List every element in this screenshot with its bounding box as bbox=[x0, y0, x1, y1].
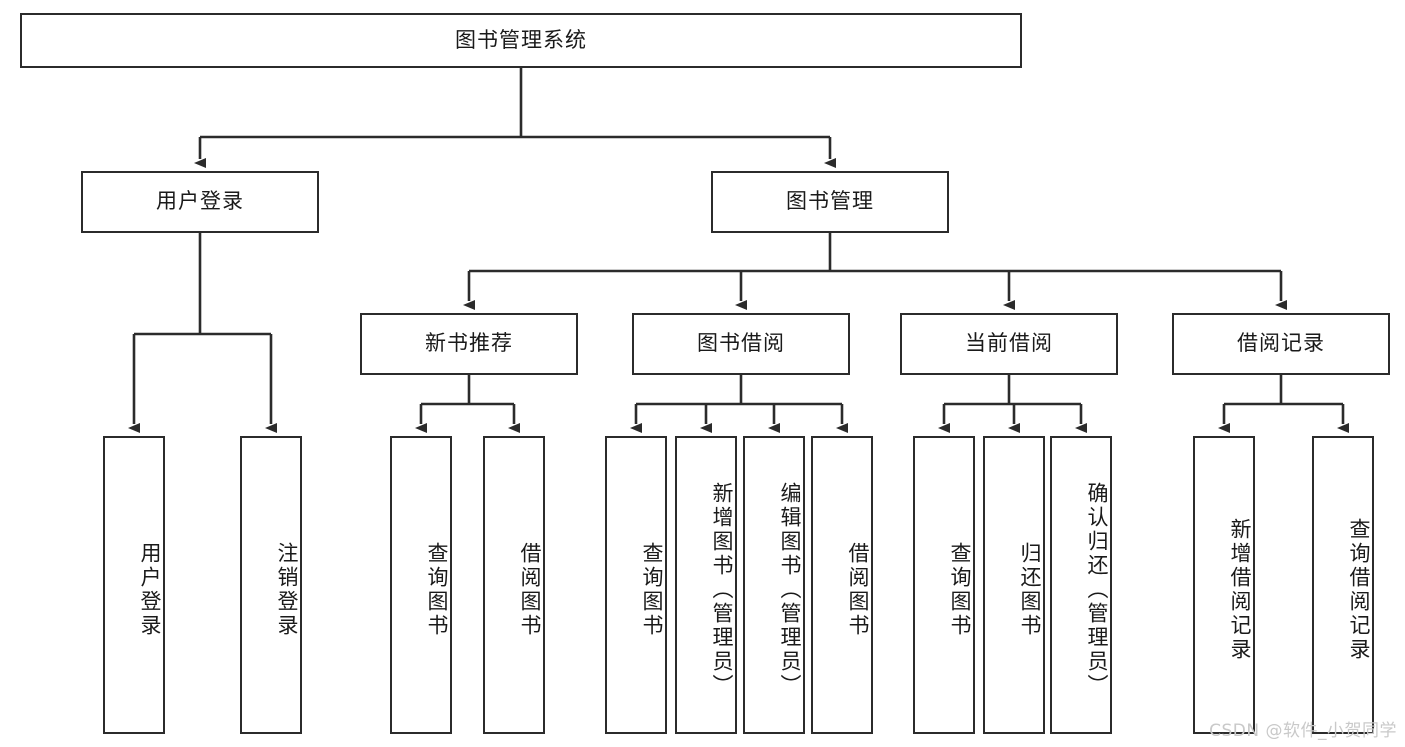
node-leaf-logout[interactable]: 注销登录 bbox=[240, 436, 302, 734]
node-label: 查询图书 bbox=[948, 542, 972, 638]
node-label: 借阅图书 bbox=[846, 542, 870, 638]
node-label: 确认归还（管理员） bbox=[1085, 482, 1109, 698]
node-leaf-query-record[interactable]: 查询借阅记录 bbox=[1312, 436, 1374, 734]
node-label: 用户登录 bbox=[156, 189, 244, 214]
node-leaf-add-record[interactable]: 新增借阅记录 bbox=[1193, 436, 1255, 734]
node-label: 新书推荐 bbox=[425, 331, 513, 356]
node-label: 查询图书 bbox=[640, 542, 664, 638]
node-leaf-query-book-3[interactable]: 查询图书 bbox=[913, 436, 975, 734]
node-book-borrow[interactable]: 图书借阅 bbox=[632, 313, 850, 375]
node-leaf-user-login[interactable]: 用户登录 bbox=[103, 436, 165, 734]
node-label: 借阅图书 bbox=[518, 542, 542, 638]
node-leaf-query-book-2[interactable]: 查询图书 bbox=[605, 436, 667, 734]
node-leaf-return-book[interactable]: 归还图书 bbox=[983, 436, 1045, 734]
node-current-borrow[interactable]: 当前借阅 bbox=[900, 313, 1118, 375]
node-label: 查询借阅记录 bbox=[1347, 518, 1371, 662]
node-new-book-rec[interactable]: 新书推荐 bbox=[360, 313, 578, 375]
node-label: 图书借阅 bbox=[697, 331, 785, 356]
node-label: 新增借阅记录 bbox=[1228, 518, 1252, 662]
node-borrow-record[interactable]: 借阅记录 bbox=[1172, 313, 1390, 375]
node-book-manage[interactable]: 图书管理 bbox=[711, 171, 949, 233]
node-leaf-confirm-return[interactable]: 确认归还（管理员） bbox=[1050, 436, 1112, 734]
node-leaf-borrow-book-2[interactable]: 借阅图书 bbox=[811, 436, 873, 734]
node-root[interactable]: 图书管理系统 bbox=[20, 13, 1022, 68]
node-label: 新增图书（管理员） bbox=[710, 482, 734, 698]
node-label: 图书管理 bbox=[786, 189, 874, 214]
node-user-login[interactable]: 用户登录 bbox=[81, 171, 319, 233]
node-leaf-query-book-1[interactable]: 查询图书 bbox=[390, 436, 452, 734]
node-label: 当前借阅 bbox=[965, 331, 1053, 356]
node-leaf-add-book[interactable]: 新增图书（管理员） bbox=[675, 436, 737, 734]
node-leaf-borrow-book-1[interactable]: 借阅图书 bbox=[483, 436, 545, 734]
node-label: 归还图书 bbox=[1018, 542, 1042, 638]
node-label: 查询图书 bbox=[425, 542, 449, 638]
node-label: 编辑图书（管理员） bbox=[778, 482, 802, 698]
csdn-watermark: CSDN @软件_小贺同学 bbox=[1209, 721, 1397, 741]
node-label: 用户登录 bbox=[138, 542, 162, 638]
node-label: 借阅记录 bbox=[1237, 331, 1325, 356]
node-label: 图书管理系统 bbox=[455, 27, 587, 52]
node-leaf-edit-book[interactable]: 编辑图书（管理员） bbox=[743, 436, 805, 734]
node-label: 注销登录 bbox=[275, 542, 299, 638]
